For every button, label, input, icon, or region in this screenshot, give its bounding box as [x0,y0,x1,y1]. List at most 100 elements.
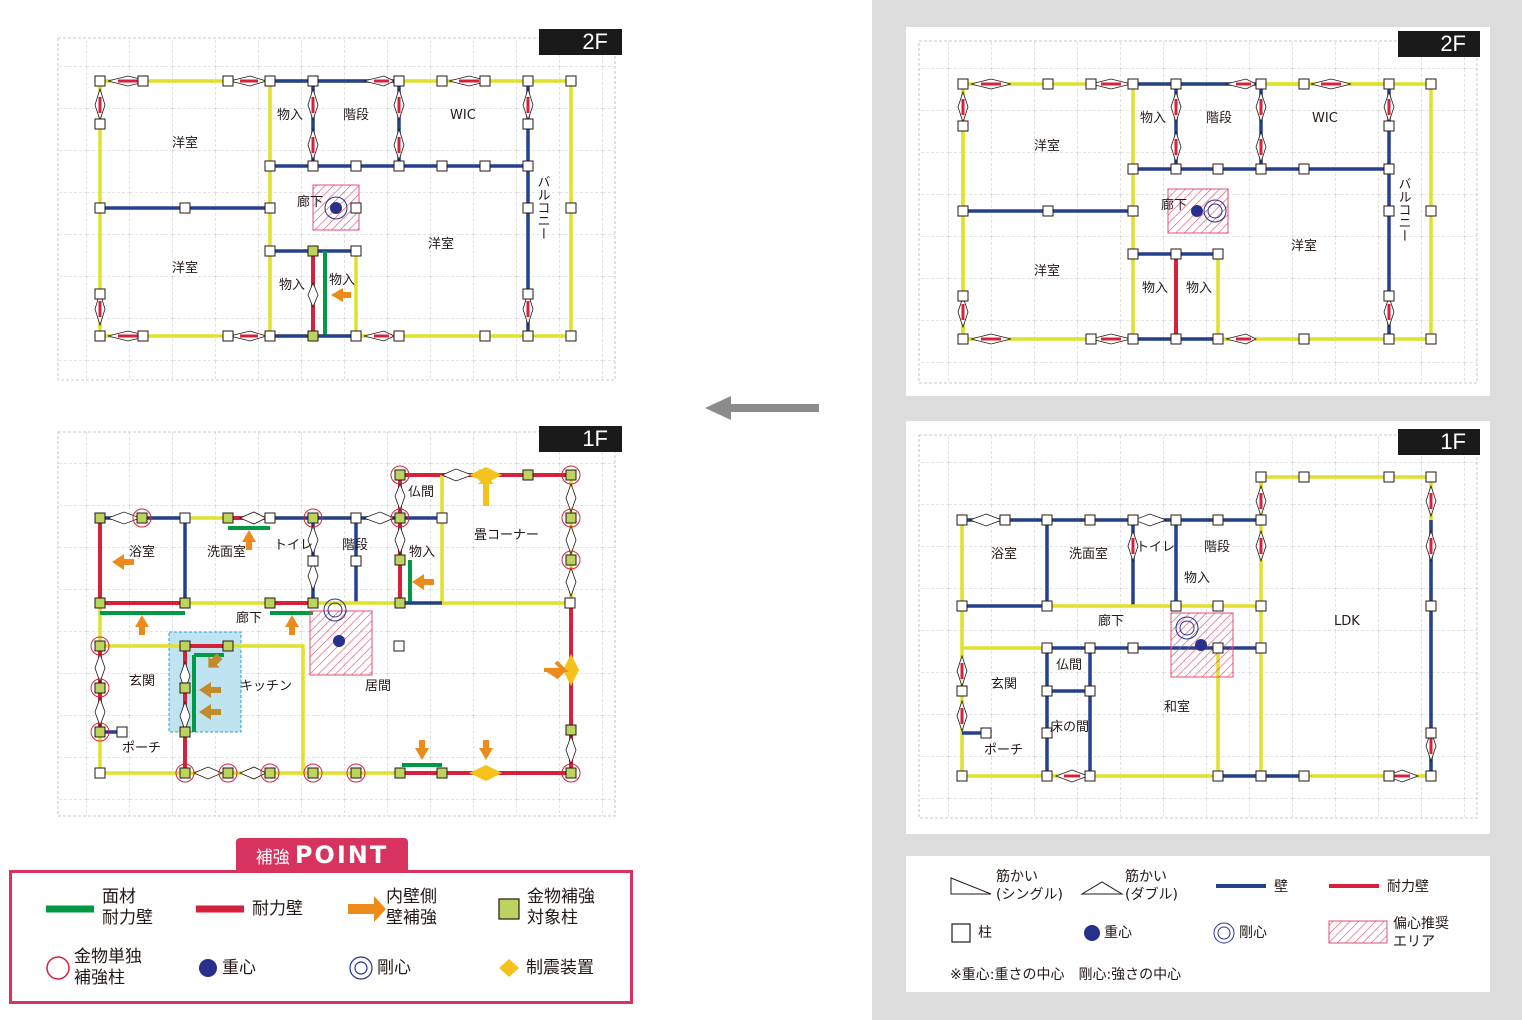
room-stairs: 階段 [1204,540,1230,555]
room-ldk: LDK [1334,614,1360,629]
room-storage-1: 物入 [1140,111,1166,126]
reinforced-2f-plan: 洋室 洋室 洋室 物入 物入 物入 階段 WIC 廊下 バルコニー [57,37,616,381]
columns [94,512,576,779]
rigidity-icon [349,956,373,980]
point-panel-wall: 面材耐力壁 [102,887,153,928]
point-legend-tab: 補強 POINT [236,838,408,872]
point-damper: 制震装置 [526,958,594,978]
room-western-3: 洋室 [1291,238,1317,254]
existing-1f-plan: 浴室 洗面室 トイレ 階段 物入 廊下 LDK 玄関 仏間 床の間 和室 ポーチ [918,434,1478,819]
existing-1f-panel: 浴室 洗面室 トイレ 階段 物入 廊下 LDK 玄関 仏間 床の間 和室 ポーチ… [906,421,1490,834]
brace-double-icon [1080,881,1124,895]
room-butsuma: 仏間 [408,485,434,500]
target-columns [94,469,577,779]
legend-note: ※重心:重さの中心 剛心:強さの中心 [950,967,1182,983]
room-western-3: 洋室 [428,236,454,252]
room-storage-2: 物入 [1142,281,1168,296]
room-porch: ポーチ [122,741,161,756]
room-porch: ポーチ [984,743,1023,758]
legend-symbols [950,877,1388,944]
gravity-icon [199,959,217,977]
room-hall: 廊下 [1161,197,1187,213]
point-legend-symbols [46,896,520,980]
room-wic: WIC [1312,111,1338,126]
legend-gravity: 重心 [1104,925,1132,941]
legend-wall: 壁 [1274,879,1288,895]
gravity-icon [1084,925,1100,941]
room-tokonoma: 床の間 [1050,720,1089,735]
columns [956,471,1437,782]
column-icon [951,923,971,943]
room-western-1: 洋室 [1034,138,1060,154]
room-storage: 物入 [409,545,435,560]
room-living: 居間 [365,679,391,694]
room-stairs: 階段 [342,538,368,553]
floor-tag-2f: 2F [539,29,622,55]
room-hall: 廊下 [297,194,323,210]
room-tatami: 畳コーナー [474,528,539,543]
hardware-single-columns [90,465,581,783]
point-legend: 面材耐力壁 耐力壁 内壁側壁補強 金物補強対象柱 金物単独補強柱 重心 剛心 制… [9,870,633,1004]
rigidity-icon [1213,922,1235,944]
existing-2f-plan: 洋室 洋室 洋室 物入 物入 物入 階段 WIC 廊下 バルコニー [918,40,1478,384]
room-balcony: バルコニー [1396,177,1412,242]
room-western-1: 洋室 [172,135,198,151]
rigidity-center [323,598,347,622]
room-butsuma: 仏間 [1056,658,1082,673]
kitchen-arrows [199,653,223,720]
gravity-center [1195,639,1207,651]
inner-reinforce-arrow-icon [331,288,351,302]
gravity-center [333,635,345,647]
room-washitsu: 和室 [1164,699,1190,715]
brace-single-icon [950,877,992,895]
reinforced-1f-panel: 浴室 洗面室 トイレ 階段 物入 仏間 畳コーナー 廊下 玄関 キッチン 居間 … [44,422,634,822]
rigidity-center [1175,616,1199,640]
rigidity-center [1203,199,1227,223]
damper-icon [499,959,519,977]
brace-red-marks [961,82,1391,341]
brace-red-marks [98,79,530,338]
legend-brace-single: 筋かい(シングル) [996,869,1063,903]
columns [94,75,577,342]
floor-tag-1f: 1F [539,426,622,452]
room-wash: 洗面室 [1069,546,1108,562]
room-storage-3: 物入 [329,273,355,288]
room-western-2: 洋室 [1034,263,1060,279]
brace-red-marks [960,493,1433,778]
room-entrance: 玄関 [129,674,155,689]
floor-tag-2f: 2F [1398,31,1480,57]
room-stairs: 階段 [1206,111,1232,126]
room-hall: 廊下 [236,610,262,626]
change-arrow-icon [705,396,819,420]
existing-2f-panel: 洋室 洋室 洋室 物入 物入 物入 階段 WIC 廊下 バルコニー 2F [906,27,1490,396]
room-wash: 洗面室 [207,544,246,560]
legend-bearing-wall: 耐力壁 [1387,879,1429,895]
reinforced-1f-plan: 浴室 洗面室 トイレ 階段 物入 仏間 畳コーナー 廊下 玄関 キッチン 居間 … [57,431,616,817]
room-toilet: トイレ [274,538,313,553]
legend-rigidity: 剛心 [1239,925,1267,941]
room-toilet: トイレ [1136,540,1175,555]
reinforced-2f-panel: 洋室 洋室 洋室 物入 物入 物入 階段 WIC 廊下 バルコニー 2F [44,25,634,390]
point-gravity: 重心 [222,958,256,978]
point-rigidity: 剛心 [377,958,411,978]
point-hardware-target: 金物補強対象柱 [527,887,595,928]
point-bearing-wall: 耐力壁 [252,899,303,919]
columns [957,78,1437,345]
inner-reinforce-icon [348,896,386,922]
room-hall: 廊下 [1098,613,1124,629]
legend-eccentric: 偏心推奨エリア [1393,916,1449,950]
braces [94,468,577,780]
room-kitchen: キッチン [240,679,292,694]
room-stairs: 階段 [343,108,369,123]
gravity-center [1191,205,1203,217]
room-storage: 物入 [1184,571,1210,586]
room-entrance: 玄関 [991,677,1017,692]
floor-tag-1f: 1F [1398,429,1480,455]
room-bath: 浴室 [129,544,155,560]
room-wic: WIC [450,108,476,123]
hardware-single-icon [46,956,70,980]
room-balcony: バルコニー [535,175,551,240]
room-storage-1: 物入 [277,108,303,123]
room-storage-2: 物入 [279,278,305,293]
room-bath: 浴室 [991,546,1017,562]
